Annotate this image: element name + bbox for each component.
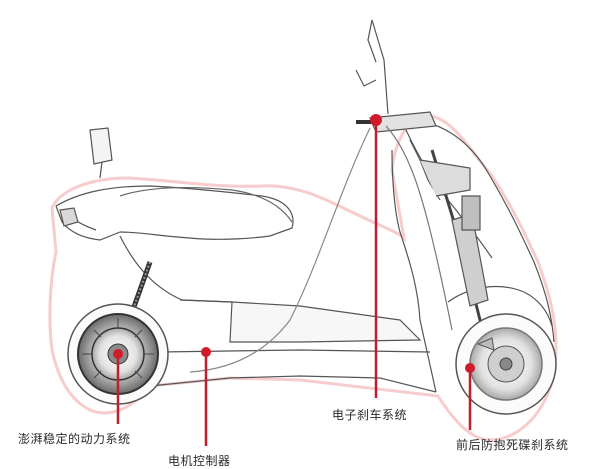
scooter-body: [55, 19, 555, 393]
front-wheel: [455, 313, 557, 415]
pointer-electronic-brake: [370, 114, 382, 398]
pointer-power-system: [113, 349, 123, 424]
pointer-controller: [201, 347, 211, 446]
pointer-abs-brake: [465, 363, 475, 430]
label-controller: 电机控制器: [168, 454, 231, 468]
scooter-glow-outline: [48, 114, 558, 442]
label-electronic-brake: 电子刹车系统: [332, 408, 408, 422]
label-power-system: 澎湃稳定的动力系统: [18, 432, 131, 446]
label-abs-brake: 前后防抱死碟刹系统: [456, 438, 569, 452]
